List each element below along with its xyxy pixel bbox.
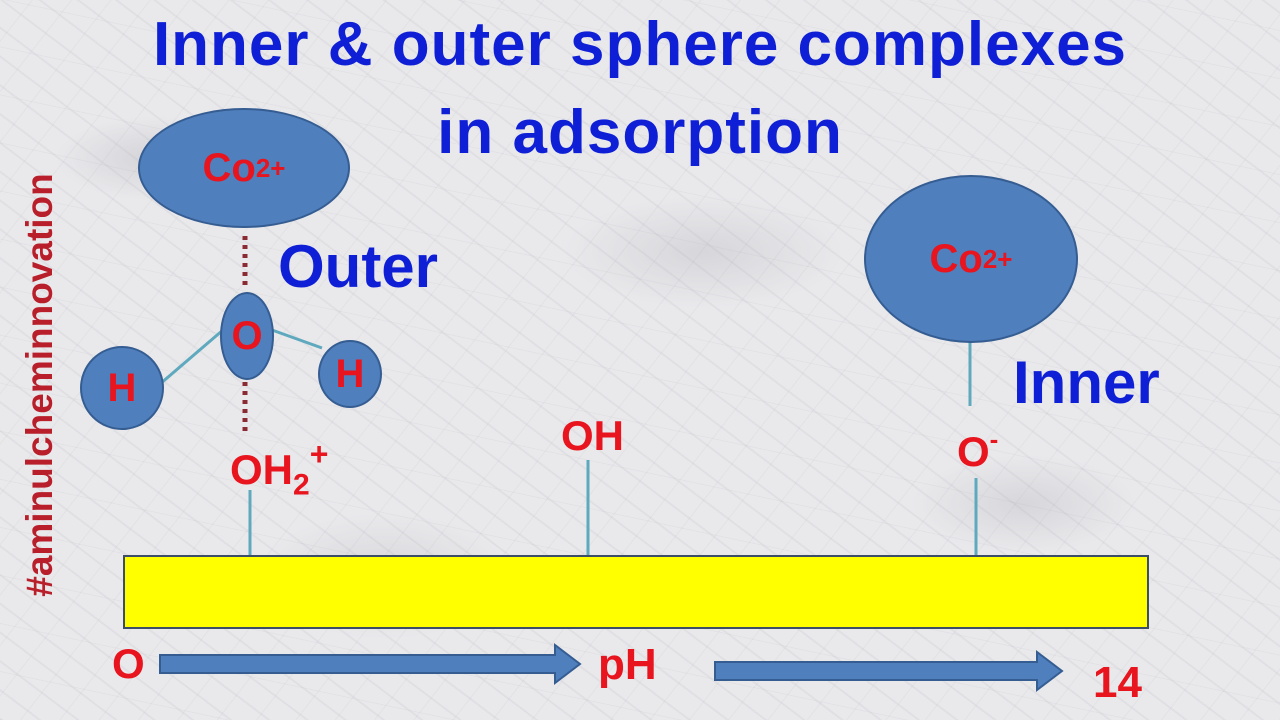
ph-arrow-left (159, 642, 582, 686)
ph-label: pH (598, 640, 657, 689)
water-oxygen: O (220, 292, 274, 380)
ph-start-label: O (112, 640, 145, 687)
ph-end-label: 14 (1093, 658, 1142, 707)
title-line-2: in adsorption (437, 98, 843, 167)
co-symbol: Co (202, 145, 256, 190)
bond-o-h-right (271, 328, 323, 350)
bond-o-h-left (159, 328, 224, 386)
title-line-1: Inner & outer sphere complexes (152, 10, 1128, 79)
inner-label: Inner (1013, 349, 1160, 416)
hydrogen-left: H (80, 346, 164, 430)
surface-group-o-minus: O- (957, 423, 999, 475)
ph-arrow-right (714, 649, 1064, 693)
hydrogen-right: H (318, 340, 382, 408)
co-symbol: Co (929, 236, 983, 281)
surface-group-oh2-plus: OH2+ (230, 435, 329, 502)
adsorbent-surface (123, 555, 1149, 629)
surface-group-oh: OH (561, 412, 624, 459)
outer-label: Outer (278, 233, 439, 300)
